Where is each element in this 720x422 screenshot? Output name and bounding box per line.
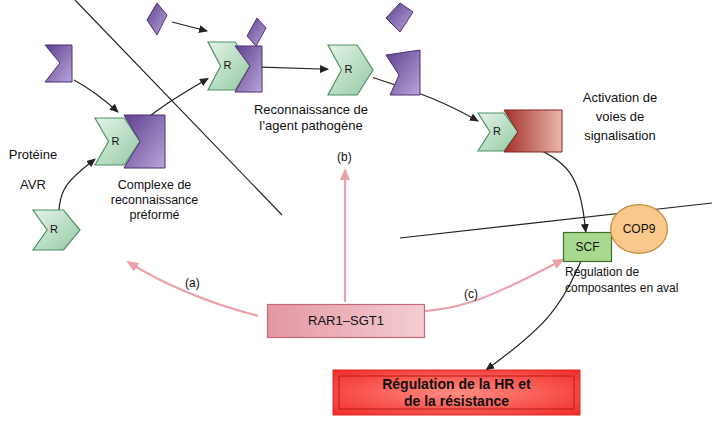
annotation-label: Régulation de composantes en aval	[565, 264, 690, 296]
regulation-arrow	[344, 170, 346, 302]
regulation-arrow	[128, 262, 258, 316]
annotation-label: Complexe de reconnaissance préformé	[97, 178, 212, 223]
node-text: R	[345, 63, 353, 76]
receptor-shape	[33, 210, 80, 250]
annotation-label: Reconnaissance de l’agent pathogène	[245, 102, 377, 134]
annotation-label: Activation de voies de signalisation	[574, 88, 666, 145]
connector-arrow	[373, 78, 478, 121]
connector-arrow	[425, 260, 563, 312]
receptor-shape	[328, 45, 373, 95]
avr-protein	[386, 50, 420, 95]
receptor-shape	[95, 118, 140, 165]
node-text: Régulation de la HR et de la résistance	[377, 376, 537, 410]
box-shape	[333, 370, 580, 415]
signal-partner	[504, 110, 562, 152]
chaperone-box: RAR1–SGT1	[267, 304, 425, 338]
receptor-protein: R	[478, 113, 518, 151]
avr-fragment	[147, 3, 167, 35]
callout-letter: (c)	[464, 287, 478, 301]
connector-arrow	[140, 78, 208, 123]
avr-protein	[124, 115, 165, 168]
avr-fragment	[386, 3, 413, 32]
connector-arrow	[486, 262, 580, 370]
binding-arrow	[172, 22, 207, 31]
avr-protein	[45, 45, 72, 82]
receptor-protein: R	[328, 45, 373, 95]
box-shape	[268, 305, 425, 338]
annotation-label: (b)	[337, 150, 361, 164]
connector-arrow	[518, 140, 586, 232]
receptor-protein: R	[95, 118, 140, 165]
node-text: R	[112, 135, 120, 148]
annotation-label: Protéine AVR	[2, 140, 64, 200]
cop9-ellipse: COP9	[610, 204, 668, 254]
receptor-shape	[208, 42, 250, 90]
node-text: R	[224, 59, 232, 72]
avr-protein	[235, 46, 262, 92]
box-shape	[564, 233, 612, 262]
node-text: R	[50, 223, 58, 236]
membrane-line	[75, 0, 282, 215]
node-text: RAR1–SGT1	[308, 313, 384, 329]
binding-arrow	[74, 80, 118, 112]
node-text: COP9	[623, 222, 656, 236]
outcome-box: Régulation de la HR et de la résistance	[333, 370, 580, 415]
node-text: R	[493, 125, 501, 138]
box-inner-frame	[339, 376, 574, 409]
avr-fragment	[247, 18, 266, 46]
annotation-label: (a)	[185, 276, 209, 290]
scf-box: SCF	[563, 232, 612, 262]
connector-arrow	[250, 67, 328, 70]
receptor-protein: R	[208, 42, 250, 90]
connector-arrow	[59, 159, 95, 210]
receptor-protein: R	[33, 210, 80, 250]
node-text: SCF	[576, 240, 600, 254]
ellipse-shape	[611, 205, 668, 254]
receptor-shape	[478, 113, 518, 151]
